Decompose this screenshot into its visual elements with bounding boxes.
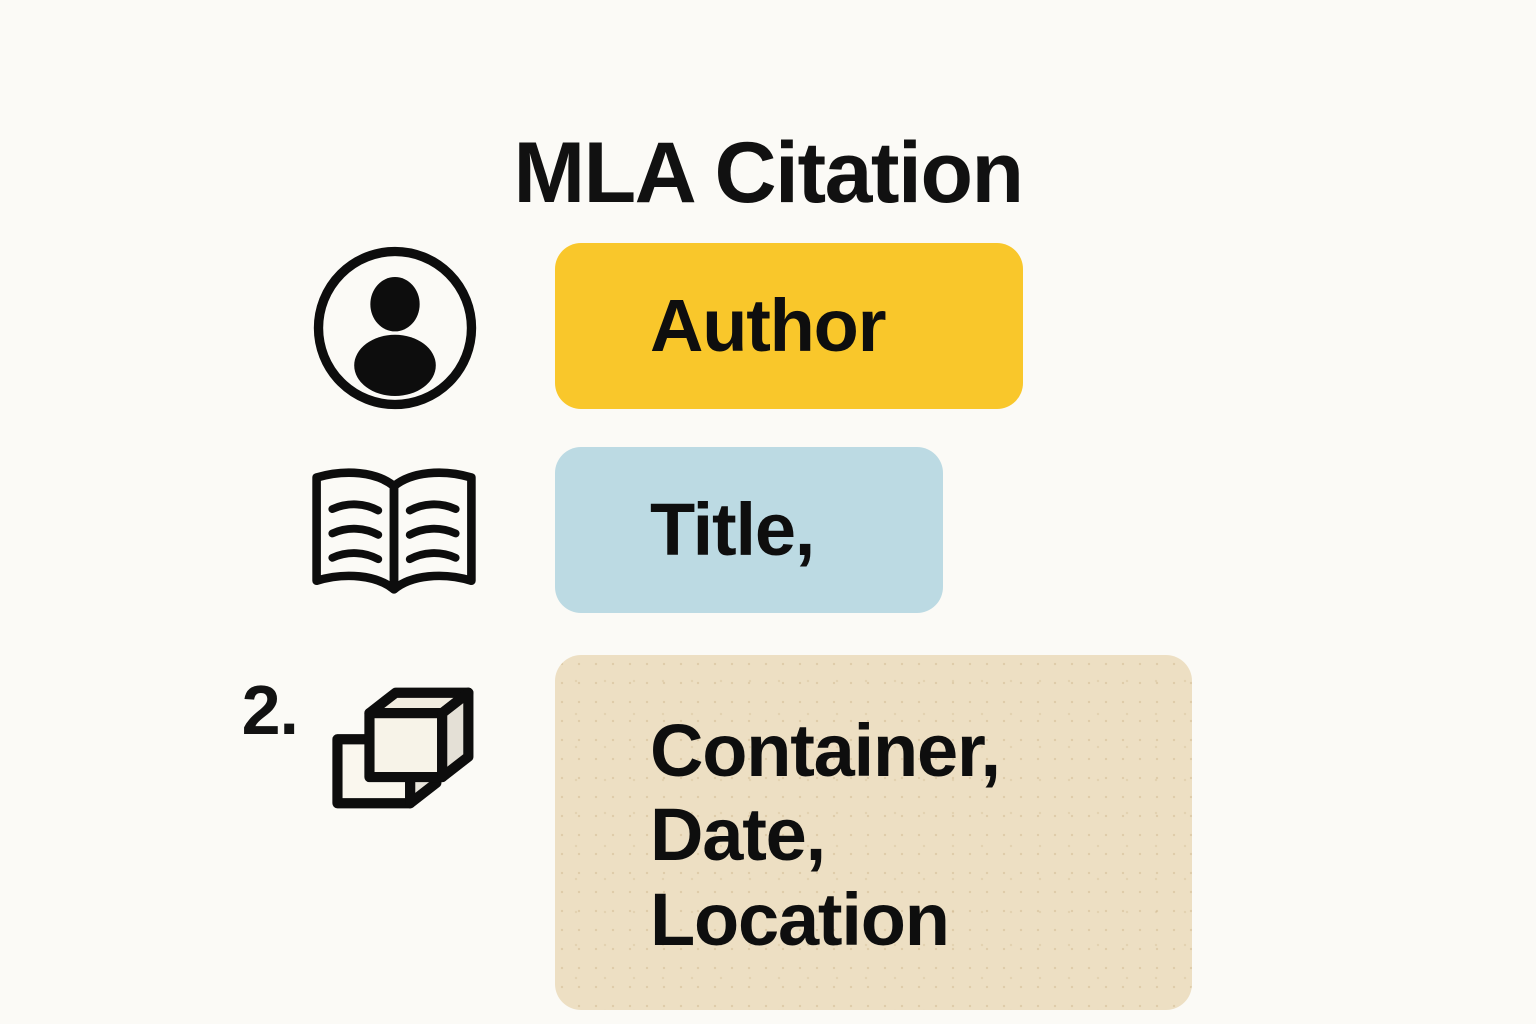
stacked-boxes-icon	[320, 675, 480, 821]
citation-row-author: Author	[0, 243, 1536, 413]
step-number-2: 2.	[241, 671, 299, 749]
open-book-icon	[308, 466, 480, 598]
person-circle-icon	[310, 243, 480, 413]
badge-title-label: Title,	[650, 487, 815, 571]
citation-row-title: Title,	[0, 447, 1536, 617]
citation-row-container: 2. Container, Date, Location	[0, 655, 1536, 1010]
badge-container[interactable]: Container, Date, Location	[555, 655, 1192, 1010]
badge-container-label: Container, Date, Location	[650, 708, 1001, 961]
icon-cell-container: 2.	[200, 655, 500, 1010]
badge-author-label: Author	[650, 283, 886, 367]
badge-author[interactable]: Author	[555, 243, 1023, 409]
page-title: MLA Citation	[513, 124, 1024, 221]
icon-cell-author	[200, 243, 500, 413]
badge-title[interactable]: Title,	[555, 447, 943, 613]
icon-cell-title	[200, 447, 500, 617]
